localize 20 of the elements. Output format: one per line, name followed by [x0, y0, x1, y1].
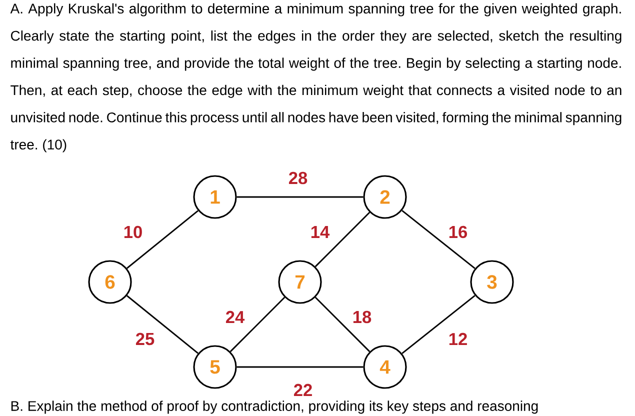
edge-weight: 18	[351, 310, 373, 324]
edge-line	[126, 210, 199, 269]
edge-weight: 25	[134, 332, 156, 346]
edge-weight: 14	[309, 224, 331, 240]
question-text: B. Explain the method of proof by contradiction, providing its key steps and reasoning	[11, 400, 538, 414]
edge-line	[230, 296, 286, 352]
question-text: A. Apply Kruskal's algorithm to determine a minimum spanning tree for the given weighted graph. Clearly state the starting point, list the edges in the order they are selected, sketch the resulting minimal spanning tree, and provide the total weight of the tree. Begin by selecting a starting node. Then, at each step, choose the edge with the minimum weight that connects a visited node to an unvisited node. Continue this process until all nodes have been visited, forming the minimal spanning tree. (10)	[10, 3, 622, 152]
edge-line	[126, 295, 199, 354]
edge-line	[402, 210, 476, 269]
edge-weight: 28	[287, 170, 309, 186]
edge-weight: 10	[122, 224, 144, 240]
edge-line	[402, 294, 476, 354]
edge-line	[314, 296, 370, 352]
edge-line	[236, 196, 364, 198]
edge-weight: 24	[224, 310, 246, 324]
edge-weight: 16	[447, 224, 469, 240]
edge-line	[236, 366, 364, 368]
edge-weight: 12	[447, 332, 469, 346]
edge-line	[314, 212, 370, 268]
edge-weight: 22	[292, 382, 314, 398]
